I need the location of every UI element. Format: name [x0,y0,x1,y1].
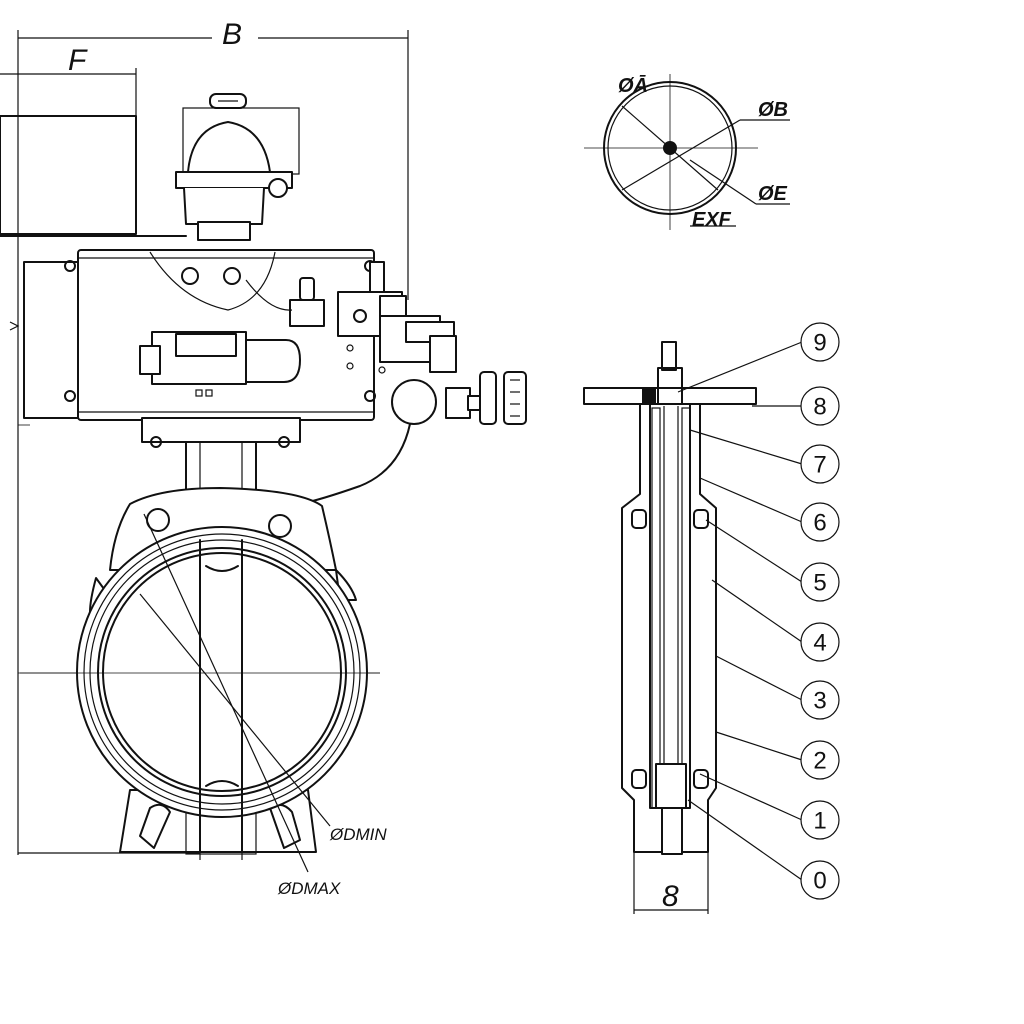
dimension-dmin-label: ØDMIN [329,825,387,844]
svg-text:0: 0 [813,868,826,895]
flange-circle-detail [584,74,790,230]
valve-body [20,487,380,873]
dimension-b-label: B [222,18,242,51]
manual-override-box [0,115,187,237]
dia-a-label: ØĀ [618,75,648,97]
balloon-8: 8 [800,386,840,426]
dimension-f-label: F [68,44,88,77]
svg-text:1: 1 [813,808,826,835]
balloon-2: 2 [800,740,840,780]
dia-b-label: ØB [758,99,788,121]
section-view [583,341,757,914]
balloon-0: 0 [800,860,840,900]
solenoid-valve [139,331,301,397]
balloon-3: 3 [800,680,840,720]
dia-e-label: ØE [758,183,788,205]
balloon-5: 5 [800,562,840,602]
svg-text:3: 3 [813,688,826,715]
svg-text:4: 4 [813,630,826,657]
svg-text:6: 6 [813,510,826,537]
balloon-9: 9 [800,322,840,362]
balloon-1: 1 [800,800,840,840]
svg-text:2: 2 [813,748,826,775]
svg-text:5: 5 [813,570,826,597]
svg-text:7: 7 [813,452,826,479]
balloon-6: 6 [800,502,840,542]
part-balloons: 9 8 7 6 5 4 3 2 [677,322,840,900]
air-fittings [245,261,527,505]
svg-text:9: 9 [813,330,826,357]
limit-switch-head [175,93,300,241]
dimension-dmax-label: ØDMAX [277,879,341,898]
balloon-4: 4 [800,622,840,662]
exf-label: EXF [692,209,732,231]
dimension-8-label: 8 [662,880,679,913]
balloon-7: 7 [800,444,840,484]
svg-text:8: 8 [813,394,826,421]
